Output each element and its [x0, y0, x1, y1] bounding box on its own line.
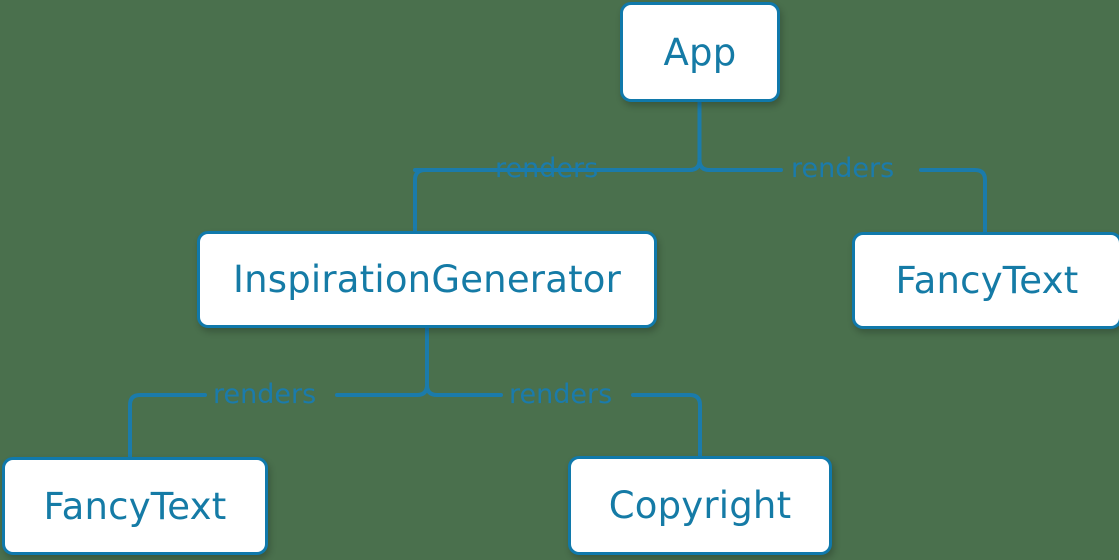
- node-fancytext-right[interactable]: FancyText: [852, 232, 1119, 329]
- node-inspirationgenerator[interactable]: InspirationGenerator: [197, 231, 657, 328]
- edge-ig-to-copyright-b: [631, 393, 702, 458]
- edge-label-inspirationgenerator-to-fancytext: renders: [213, 379, 317, 410]
- edge-ig-to-copyright-a: [425, 383, 503, 397]
- edge-label-app-to-inspirationgenerator: renders: [495, 153, 599, 184]
- node-inspirationgenerator-label: InspirationGenerator: [232, 258, 622, 301]
- node-fancytext-left[interactable]: FancyText: [2, 457, 268, 555]
- edge-ig-to-fancy-left-a: [335, 383, 429, 397]
- edge-label-app-to-fancytext: renders: [791, 153, 895, 184]
- edge-ig-to-fancy-left-b: [128, 393, 207, 459]
- node-fancytext-right-label: FancyText: [895, 259, 1079, 302]
- node-app[interactable]: App: [620, 2, 780, 102]
- edge-app-to-fancy-right-a: [697, 158, 783, 172]
- node-fancytext-left-label: FancyText: [43, 484, 227, 528]
- node-copyright-label: Copyright: [608, 484, 792, 527]
- edge-app-to-inspgen-curve: [413, 168, 499, 233]
- edge-label-inspirationgenerator-to-copyright: renders: [509, 379, 613, 410]
- edge-app-to-fancy-right-b: [919, 168, 987, 234]
- node-copyright[interactable]: Copyright: [568, 456, 832, 555]
- node-app-label: App: [663, 30, 737, 74]
